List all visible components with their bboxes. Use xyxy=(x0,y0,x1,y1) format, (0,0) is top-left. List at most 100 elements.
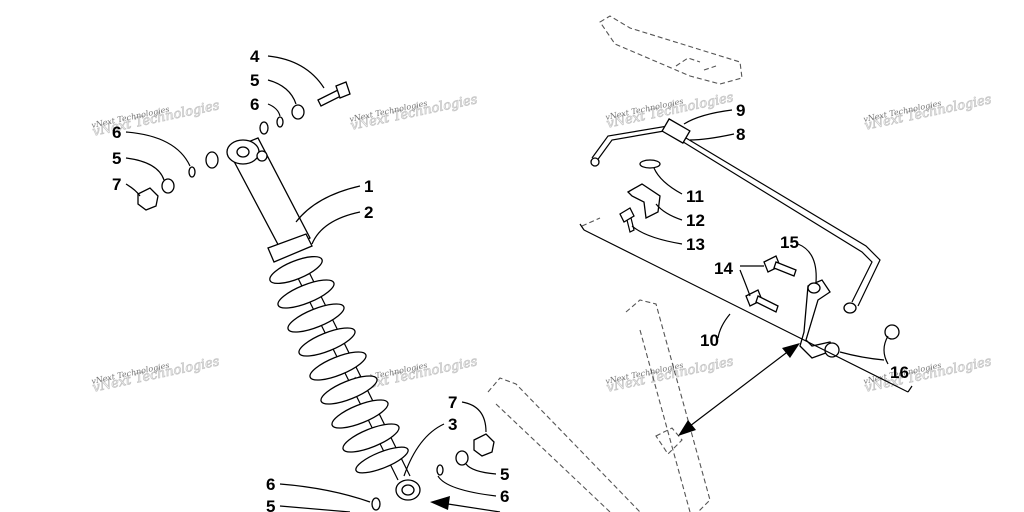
leader-5-left xyxy=(125,157,165,181)
callout-5: 5 xyxy=(500,465,509,484)
callout-7: 7 xyxy=(448,393,457,412)
shock-top-eye-hole xyxy=(236,146,250,158)
leader-7-bottom xyxy=(461,401,487,433)
left-hardware xyxy=(137,151,219,211)
leader-5-lowleft xyxy=(279,505,351,512)
link-assembly xyxy=(745,255,900,359)
bolt-13-head xyxy=(619,207,635,223)
leader-6-left xyxy=(125,131,191,167)
leader-5-top xyxy=(267,79,297,105)
arrow-shock-mount-line xyxy=(447,503,501,512)
ghost-tube-right-inner xyxy=(639,329,691,512)
callout-16: 16 xyxy=(890,363,909,382)
leader-2 xyxy=(311,211,361,245)
nut-5-bottom xyxy=(455,450,469,466)
callout-11: 11 xyxy=(686,187,704,206)
watermark: vNext Technologies vNext Technologies xyxy=(91,354,222,396)
bolt-14-upper-shank xyxy=(773,261,797,277)
callout-6: 6 xyxy=(266,475,275,494)
leader-4 xyxy=(267,55,325,89)
link-15 xyxy=(799,279,835,359)
nut-7-bottom xyxy=(473,433,495,457)
bolt-14-lower-shank xyxy=(755,295,779,313)
leader-14-lower xyxy=(739,269,751,297)
bottom-hardware xyxy=(371,433,495,511)
ghost-frame-edge xyxy=(581,217,601,227)
bushing-top xyxy=(259,121,269,135)
shock-top-fitting xyxy=(256,150,268,162)
callout-3: 3 xyxy=(448,415,457,434)
ghost-bracket-top xyxy=(599,15,743,85)
sway-bar-bushing-9 xyxy=(661,118,691,144)
arrow-head-left xyxy=(430,496,450,510)
callout-7: 7 xyxy=(112,175,121,194)
leader-11 xyxy=(653,167,683,195)
bracket-12 xyxy=(626,183,661,219)
callout-4: 4 xyxy=(250,47,260,66)
sway-bar-end-left xyxy=(590,157,600,167)
sway-bar xyxy=(590,118,881,314)
bushing-left xyxy=(205,151,219,169)
callout-15: 15 xyxy=(780,233,799,252)
leader-5-bottom xyxy=(465,463,497,475)
callout-14: 14 xyxy=(714,259,733,278)
callout-2: 2 xyxy=(364,203,373,222)
leader-12 xyxy=(655,203,683,221)
watermark: vNext Technologies vNext Technologies xyxy=(349,92,480,134)
nut-7-left xyxy=(137,187,159,211)
arrow-head-up xyxy=(782,343,800,358)
ghost-tube-mid xyxy=(487,377,641,512)
nut-16-upper xyxy=(884,324,900,340)
link-15-top-eye xyxy=(807,282,821,294)
leader-6-bottom xyxy=(437,475,497,497)
nut-5-top xyxy=(291,104,305,120)
callout-10: 10 xyxy=(700,331,719,350)
assembly-bracket-10 xyxy=(579,223,913,393)
watermark: vNext Technologies vNext Technologies xyxy=(863,354,994,396)
leader-13 xyxy=(631,225,683,245)
leader-15 xyxy=(797,243,817,283)
callout-6: 6 xyxy=(250,95,259,114)
ghost-mount-right xyxy=(655,427,683,455)
sway-bar-arm-left xyxy=(595,129,671,163)
nut-5-left xyxy=(161,178,175,194)
leader-10 xyxy=(717,313,731,339)
clamp-11 xyxy=(639,159,661,169)
callout-5: 5 xyxy=(266,497,275,512)
nut-16-lower xyxy=(824,342,840,358)
top-hardware xyxy=(259,81,351,135)
shock-absorber xyxy=(226,137,421,501)
callout-6: 6 xyxy=(112,123,121,142)
washer-lower-left xyxy=(371,497,381,511)
washer-6-top xyxy=(276,116,284,128)
sway-bar-arm-left-outer xyxy=(591,125,669,159)
watermark: vNext Technologies vNext Technologies xyxy=(605,354,736,396)
leader-lines xyxy=(125,55,913,512)
coil-spring xyxy=(269,255,409,474)
spring-collar xyxy=(267,233,313,263)
sway-bar-end-right xyxy=(843,302,857,314)
leader-6-top xyxy=(267,103,281,117)
leader-16 xyxy=(839,335,889,365)
callout-8: 8 xyxy=(736,125,745,144)
ghost-tube-right xyxy=(625,299,711,512)
arrows xyxy=(430,343,800,512)
shock-bottom-eye-hole xyxy=(401,484,415,496)
callout-5: 5 xyxy=(112,149,121,168)
washer-6-left xyxy=(188,166,196,178)
callout-1: 1 xyxy=(364,177,373,196)
watermark: vNext Technologies vNext Technologies xyxy=(863,92,994,134)
callout-5: 5 xyxy=(250,71,259,90)
ghost-tube-mid-inner xyxy=(495,403,611,512)
leader-6-lowleft xyxy=(279,483,371,503)
watermark: vNext Technologies vNext Technologies xyxy=(91,98,222,140)
leader-7-left xyxy=(125,183,141,197)
callout-13: 13 xyxy=(686,235,705,254)
callout-9: 9 xyxy=(736,101,745,120)
arrow-link-mount-line xyxy=(689,349,791,427)
leader-9 xyxy=(683,109,733,125)
leader-8 xyxy=(689,133,735,141)
leader-3 xyxy=(403,423,445,477)
